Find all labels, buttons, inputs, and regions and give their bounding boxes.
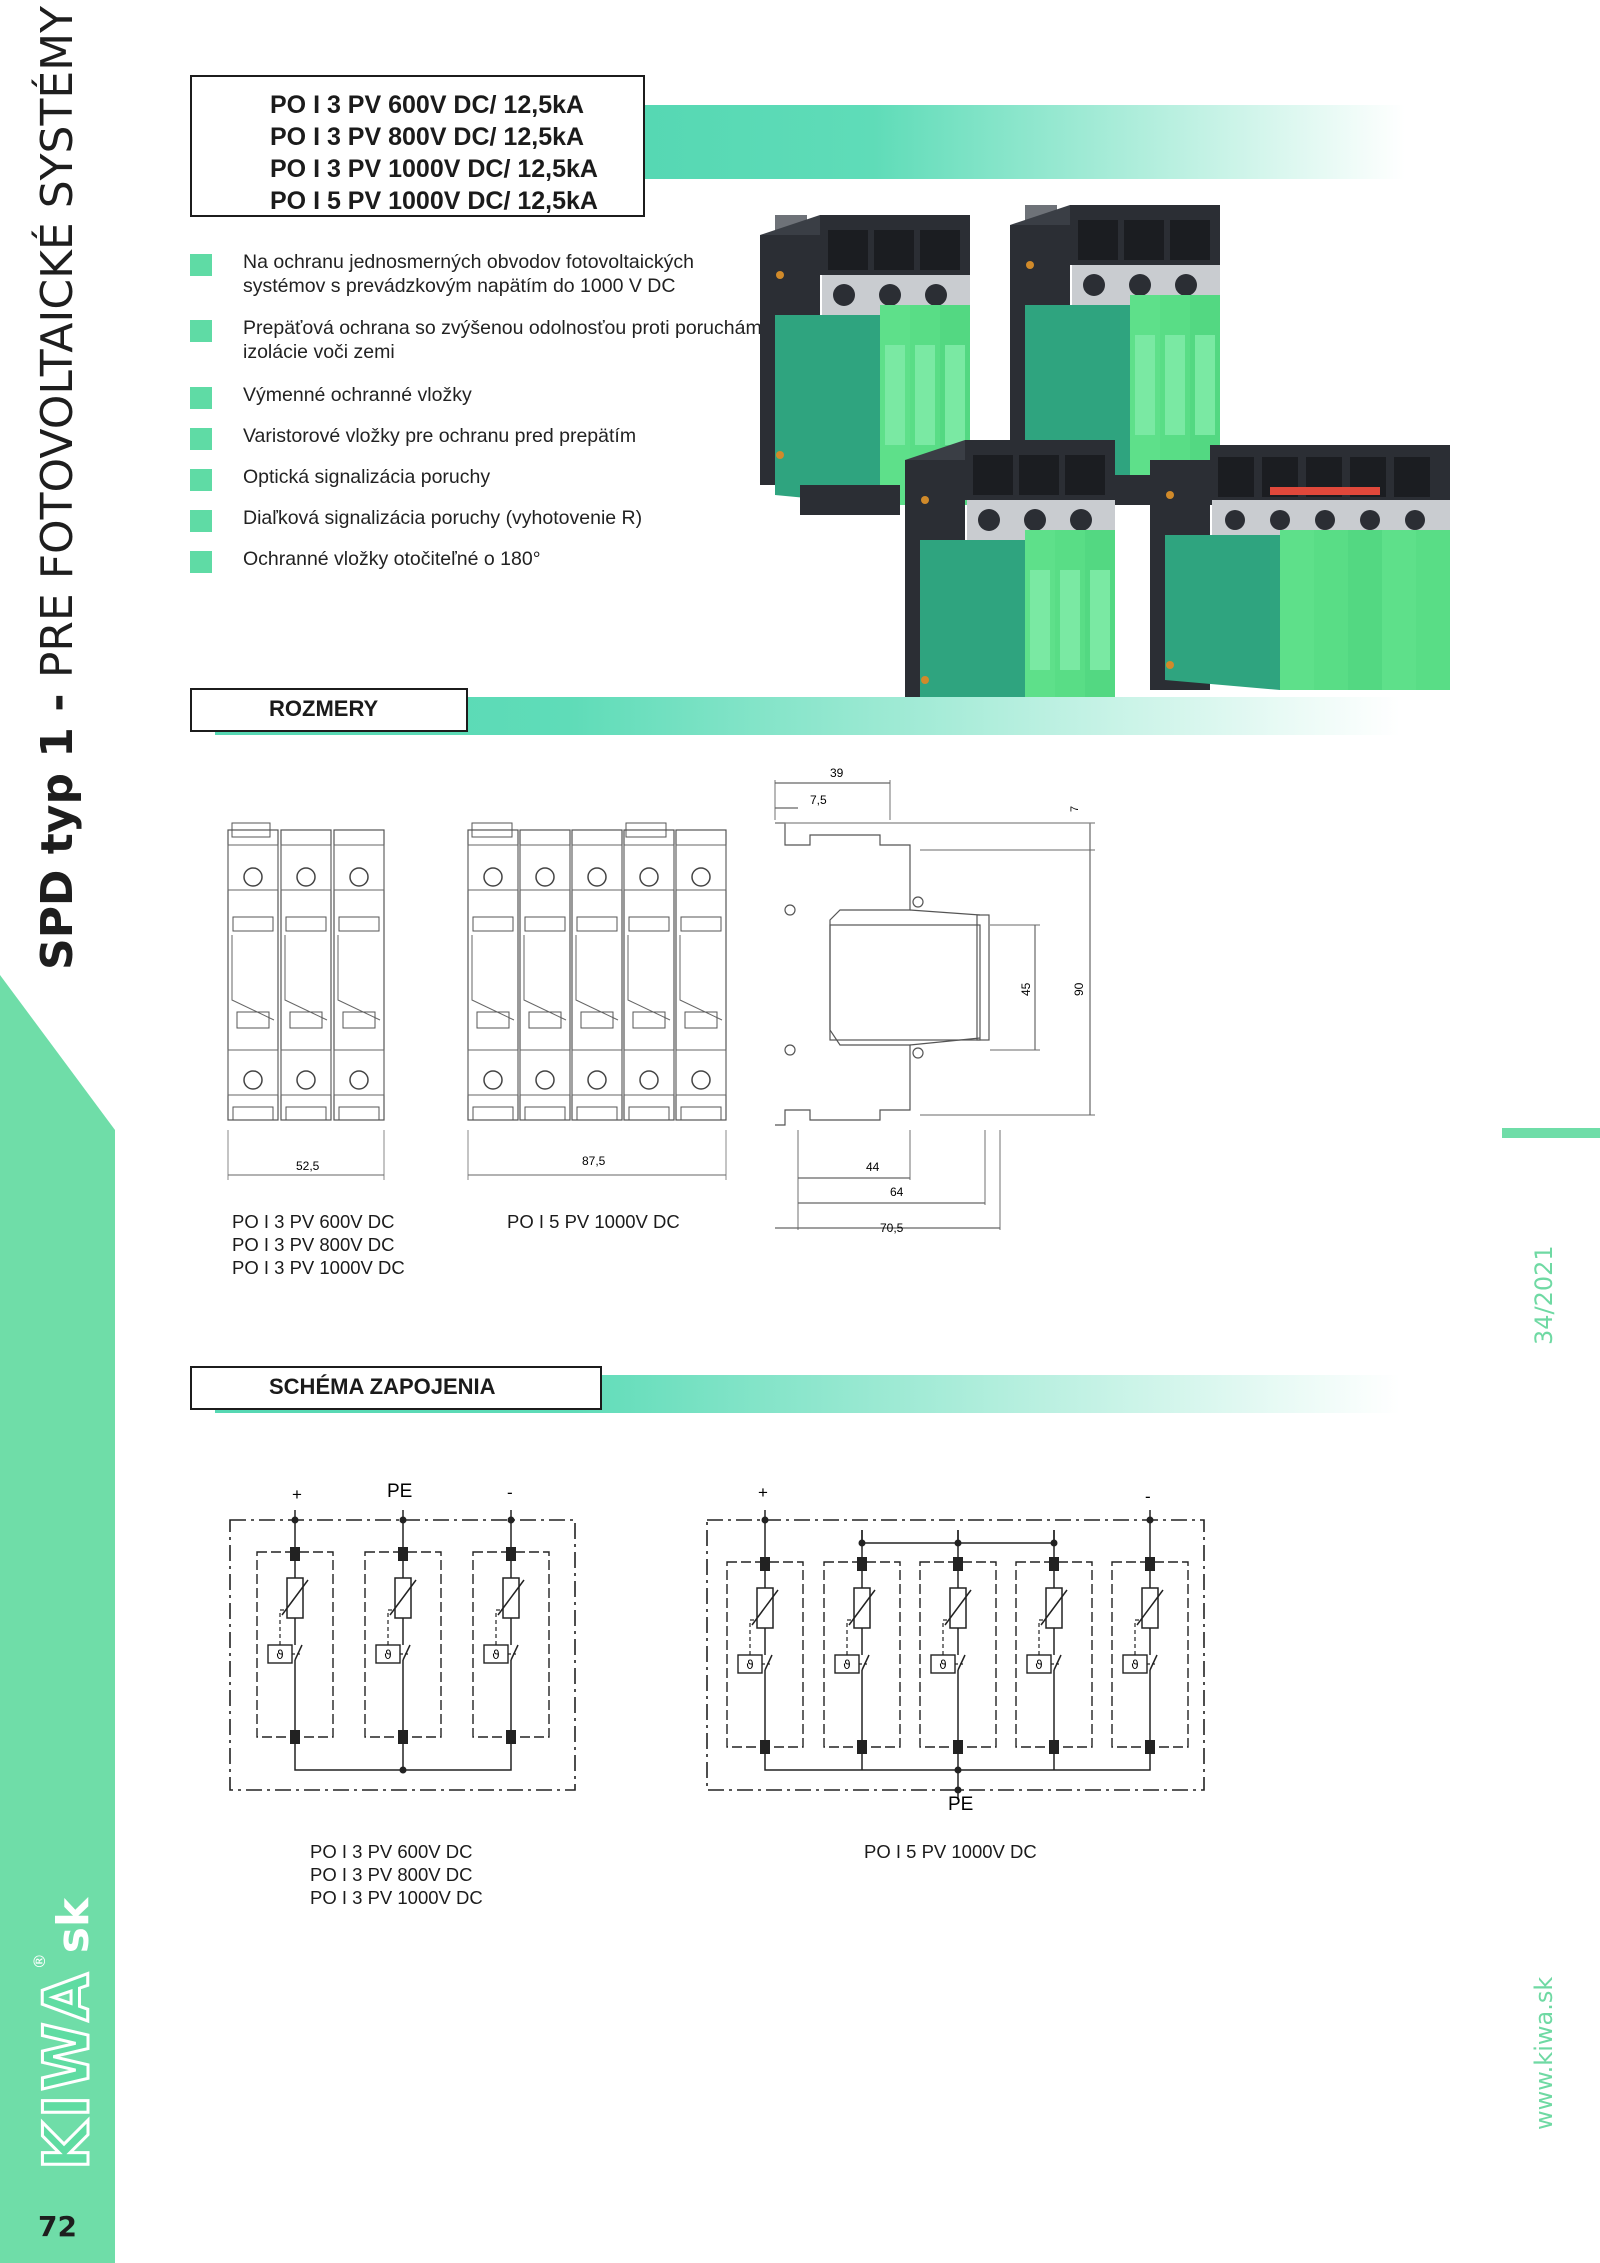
product-images xyxy=(760,205,1450,715)
side-title-regular: PRE FOTOVOLTAICKÉ SYSTÉMY xyxy=(32,6,83,679)
dim-width-3pole: 52,5 xyxy=(296,1159,320,1173)
dimension-drawings: 52,5 87,5 39 7,5 7 45 90 44 64 70,5 xyxy=(227,766,1095,1235)
product-title-2: PO I 3 PV 800V DC/ 12,5kA xyxy=(270,123,585,151)
feature-text: Prepäťová ochrana so zvýšenou odolnosťou… xyxy=(243,317,762,363)
product-title-1: PO I 3 PV 600V DC/ 12,5kA xyxy=(270,91,585,119)
bullet-square xyxy=(190,387,212,409)
dim-side-b64: 64 xyxy=(890,1185,904,1199)
page-number: 72 xyxy=(38,2210,77,2243)
wiring-scheme-5pole xyxy=(706,1510,1205,1800)
wiring-caption-5pole: PO I 5 PV 1000V DC xyxy=(864,1841,1037,1862)
bullet-square xyxy=(190,469,212,491)
caption-line: PO I 3 PV 1000V DC xyxy=(310,1887,483,1908)
side-view xyxy=(774,780,1095,1230)
device-photo-3 xyxy=(905,440,1115,715)
dimension-caption-5pole: PO I 5 PV 1000V DC xyxy=(507,1211,680,1232)
product-title-3: PO I 3 PV 1000V DC/ 12,5kA xyxy=(270,155,598,183)
dim-side-h45: 45 xyxy=(1019,982,1033,996)
front-view-5pole xyxy=(467,822,727,1180)
section-title-wiring: SCHÉMA ZAPOJENIA xyxy=(190,1366,602,1410)
website: www.kiwa.sk xyxy=(1530,1976,1558,2130)
dim-side-right-small: 7 xyxy=(1069,806,1081,812)
feature-text: Diaľková signalizácia poruchy (vyhotoven… xyxy=(243,507,643,529)
wiring3-plus-label: + xyxy=(292,1485,302,1504)
caption-line: PO I 3 PV 800V DC xyxy=(232,1234,395,1255)
side-title-bold: SPD typ 1 - xyxy=(32,678,83,970)
logo-reg: ® xyxy=(30,1953,49,1970)
issue-number: 34/2021 xyxy=(1530,1245,1558,1345)
dim-side-b70: 70,5 xyxy=(880,1221,904,1235)
product-title-box: PO I 3 PV 600V DC/ 12,5kA PO I 3 PV 800V… xyxy=(190,75,645,217)
header-bar xyxy=(645,105,1405,179)
wiring3-pe-label: PE xyxy=(387,1481,412,1502)
device-photo-5pole xyxy=(1150,445,1450,690)
wiring5-pe-label: PE xyxy=(948,1794,973,1815)
section-title-dimensions-text: ROZMERY xyxy=(269,696,379,721)
brand-logo: KIWA®sk xyxy=(29,1897,105,2172)
caption-line: PO I 3 PV 800V DC xyxy=(310,1864,473,1885)
side-strip xyxy=(0,975,115,2263)
feature-text: Výmenné ochranné vložky xyxy=(243,384,472,406)
dim-side-top-small: 7,5 xyxy=(810,793,827,807)
device-photo-1 xyxy=(760,215,970,515)
dim-side-top: 39 xyxy=(830,766,844,780)
logo-suffix: sk xyxy=(48,1897,99,1954)
wiring3-minus-label: - xyxy=(507,1483,513,1502)
dimension-caption-3pole: PO I 3 PV 600V DC PO I 3 PV 800V DC PO I… xyxy=(232,1210,405,1279)
feature-text: Optická signalizácia poruchy xyxy=(243,466,491,488)
logo-text: KIWA xyxy=(29,1968,105,2172)
side-title: SPD typ 1 - PRE FOTOVOLTAICKÉ SYSTÉMY xyxy=(32,6,83,970)
feature-text: Na ochranu jednosmerných obvodov fotovol… xyxy=(243,251,694,297)
right-marker xyxy=(1502,1128,1600,1138)
feature-text: Varistorové vložky pre ochranu pred prep… xyxy=(243,425,637,447)
caption-line: PO I 3 PV 600V DC xyxy=(232,1211,395,1232)
wiring5-minus-label: - xyxy=(1145,1487,1151,1506)
section-title-wiring-text: SCHÉMA ZAPOJENIA xyxy=(269,1374,496,1399)
wiring-scheme-3pole xyxy=(229,1510,576,1791)
section-title-dimensions: ROZMERY xyxy=(190,688,468,732)
bullet-square xyxy=(190,428,212,450)
wiring5-plus-label: + xyxy=(758,1483,768,1502)
bullet-square xyxy=(190,510,212,532)
product-title-4: PO I 5 PV 1000V DC/ 12,5kA xyxy=(270,187,598,215)
dim-side-h90: 90 xyxy=(1072,982,1086,996)
caption-line: PO I 3 PV 1000V DC xyxy=(232,1257,405,1278)
bullet-square xyxy=(190,320,212,342)
feature-text: Ochranné vložky otočiteľné o 180° xyxy=(243,548,541,570)
caption-line: PO I 3 PV 600V DC xyxy=(310,1841,473,1862)
front-view-3pole xyxy=(227,822,385,1180)
device-photo-2 xyxy=(1010,205,1220,505)
dim-width-5pole: 87,5 xyxy=(582,1154,606,1168)
bullet-square xyxy=(190,551,212,573)
wiring-caption-3pole: PO I 3 PV 600V DC PO I 3 PV 800V DC PO I… xyxy=(310,1840,483,1909)
bullet-square xyxy=(190,254,212,276)
wiring-diagrams: ϑ + PE - + - PE xyxy=(229,1481,1205,1815)
dim-side-b44: 44 xyxy=(866,1160,880,1174)
